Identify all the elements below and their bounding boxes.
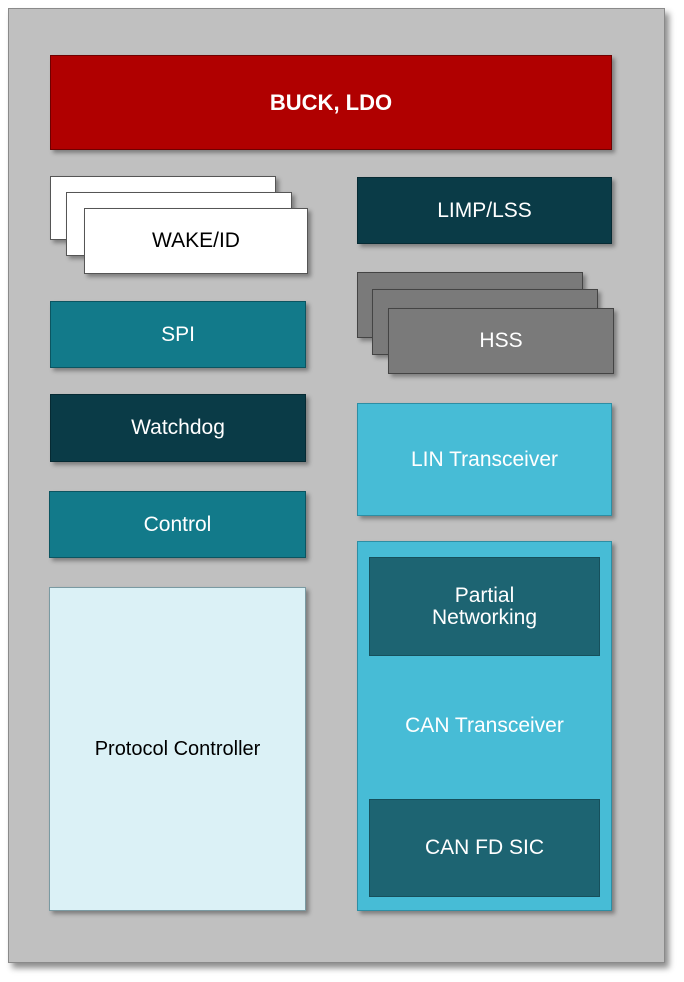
limp-lss-block: LIMP/LSS [357, 177, 612, 244]
can-fd-sic-label: CAN FD SIC [424, 836, 544, 859]
control-label: Control [143, 512, 212, 536]
hss-label: HSS [479, 329, 523, 352]
wake-id-block: WAKE/ID [84, 208, 308, 274]
protocol-controller-label: Protocol Controller [94, 738, 261, 760]
partial-networking-label-line2: Networking [431, 605, 538, 629]
protocol-controller-block: Protocol Controller [49, 587, 306, 911]
partial-networking-label-line1: Partial [454, 583, 515, 607]
buck-ldo-block: BUCK, LDO [50, 55, 612, 150]
control-block: Control [49, 491, 306, 558]
hss-block: HSS [388, 308, 614, 374]
lin-transceiver-block: LIN Transceiver [357, 403, 612, 516]
can-fd-sic-block: CAN FD SIC [369, 799, 600, 897]
lin-transceiver-label: LIN Transceiver [410, 447, 559, 471]
partial-networking-block: Partial Networking [369, 557, 600, 656]
limp-lss-label: LIMP/LSS [437, 198, 532, 222]
can-transceiver-label: CAN Transceiver [405, 714, 564, 737]
watchdog-block: Watchdog [50, 394, 306, 462]
spi-block: SPI [50, 301, 306, 368]
spi-label: SPI [161, 322, 195, 346]
watchdog-label: Watchdog [131, 416, 225, 439]
buck-ldo-label: BUCK, LDO [269, 89, 393, 115]
wake-id-label: WAKE/ID [152, 229, 240, 252]
